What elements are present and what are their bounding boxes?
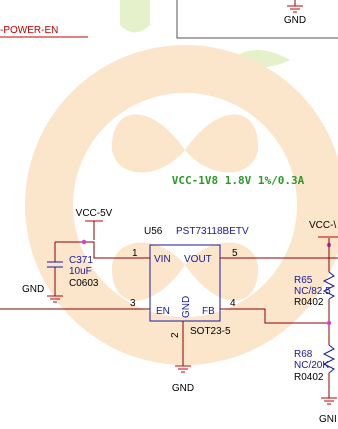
vcc-5v-label: VCC-5V [76, 208, 113, 219]
c371-package: C0603 [69, 278, 99, 289]
gnd-top-label: GND [284, 15, 306, 26]
r65-package: R0402 [294, 297, 324, 308]
c371-ref: C371 [69, 255, 93, 266]
u56-pin-fb: FB [202, 306, 215, 317]
gnd-left-label: GND [22, 284, 44, 295]
u56-body [149, 244, 221, 322]
u56-pin3-number: 3 [130, 298, 136, 309]
r68-value: NC/20K [294, 360, 329, 371]
c371-value: 10uF [69, 266, 92, 277]
fb-junction [326, 320, 332, 326]
u56-pin2-number: 2 [170, 332, 181, 338]
gnd-left-symbol [47, 295, 63, 303]
power-en-net-label: -POWER-EN [0, 25, 58, 36]
sheet-frame [176, 0, 338, 39]
u56-pin-gnd: GND [181, 296, 192, 318]
vin-net-wire [55, 241, 150, 259]
fb-net-wire [220, 308, 329, 324]
resistor-r68 [322, 344, 336, 374]
r65-ref: R65 [294, 275, 313, 286]
vcc-right-label: VCC-\ [309, 220, 336, 231]
gnd-top-symbol [287, 5, 303, 13]
gnd-right-label: GNI [319, 414, 337, 425]
u56-ref: U56 [144, 226, 163, 237]
resistor-r65 [322, 271, 336, 300]
u56-pin-vin: VIN [154, 254, 171, 265]
r68-ref: R68 [294, 349, 313, 360]
u56-pin4-number: 4 [230, 298, 236, 309]
r65-value: NC/82.5 [294, 286, 331, 297]
watermark-logo [25, 0, 338, 365]
rail-title: VCC-1V8 1.8V 1%/0.3A [172, 174, 305, 187]
u56-pin-en: EN [156, 306, 170, 317]
u56-part: PST73118BETV [176, 226, 249, 237]
gnd-right-symbol [321, 397, 337, 405]
r68-package: R0402 [294, 372, 324, 383]
gnd-bottom-symbol [175, 365, 191, 373]
u56-package: SOT23-5 [190, 326, 231, 337]
vin-junction [81, 239, 87, 245]
u56-pin1-number: 1 [132, 248, 138, 259]
gnd-bottom-label: GND [172, 383, 194, 394]
u56-pin-vout: VOUT [184, 254, 212, 265]
u56-pin5-number: 5 [232, 248, 238, 259]
